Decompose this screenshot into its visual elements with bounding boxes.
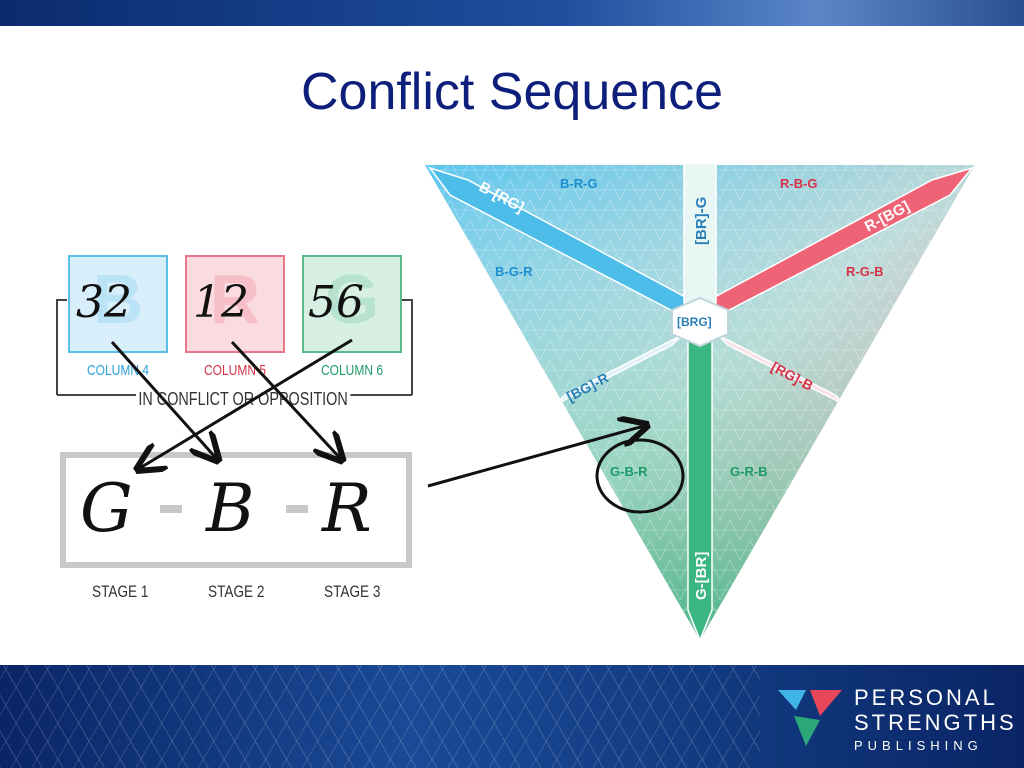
score-box-ghost-letter: G (324, 260, 380, 338)
column-label-5: COLUMN 5 (203, 362, 266, 379)
sequence-box (60, 452, 412, 568)
arrow-sequence-to-triangle (427, 426, 644, 488)
sequence-dash (286, 505, 308, 513)
label-br-g: [BR]-G (693, 197, 710, 245)
brand-line-3: PUBLISHING (854, 738, 983, 753)
label-rbg: R-B-G (780, 176, 818, 191)
sequence-stage-1: G (80, 470, 133, 547)
arrow-bg-r (554, 334, 683, 406)
label-rgb: R-G-B (846, 264, 884, 279)
brand-logo-icon (778, 690, 842, 746)
sequence-stage-2: B (206, 470, 255, 547)
score-value-green: 56 (308, 277, 364, 328)
score-box-ghost-letter: R (209, 260, 261, 338)
score-value-blue: 32 (76, 277, 132, 328)
label-brg-top: B-R-G (560, 176, 598, 191)
footer-banner (0, 665, 1024, 768)
label-arrow-green: G-[BR] (693, 552, 710, 600)
conflict-label: IN CONFLICT OR OPPOSITION (136, 389, 351, 410)
arrow-56-to-g (140, 338, 353, 468)
label-bgr: B-G-R (495, 264, 533, 279)
arrow-32-to-b (110, 340, 216, 458)
sequence-dash (160, 505, 182, 513)
score-box-red: R (185, 255, 285, 353)
page-title: Conflict Sequence (300, 63, 724, 121)
arrow-12-to-r (230, 340, 340, 458)
sequence-stage-3: R (322, 470, 372, 547)
stage-label-1: STAGE 1 (92, 582, 149, 601)
score-box-green: G (302, 255, 402, 353)
stage-label-2: STAGE 2 (208, 582, 265, 601)
score-value-red: 12 (193, 277, 249, 328)
highlight-circle (595, 438, 685, 514)
brand-line-1: PERSONAL (854, 685, 998, 710)
score-box-blue: B (68, 255, 168, 353)
top-banner (0, 0, 1024, 26)
score-box-ghost-letter: B (92, 260, 144, 338)
brand-line-2: STRENGTHS (854, 710, 1017, 735)
center-hexagon (671, 296, 729, 348)
label-center: [BRG] (677, 315, 712, 329)
column-label-6: COLUMN 6 (320, 362, 383, 379)
stage-label-3: STAGE 3 (324, 582, 381, 601)
arrow-brg-top (683, 162, 717, 304)
label-gbr: G-B-R (610, 464, 648, 479)
label-grb: G-R-B (730, 464, 768, 479)
arrow-rg-b (717, 334, 846, 406)
